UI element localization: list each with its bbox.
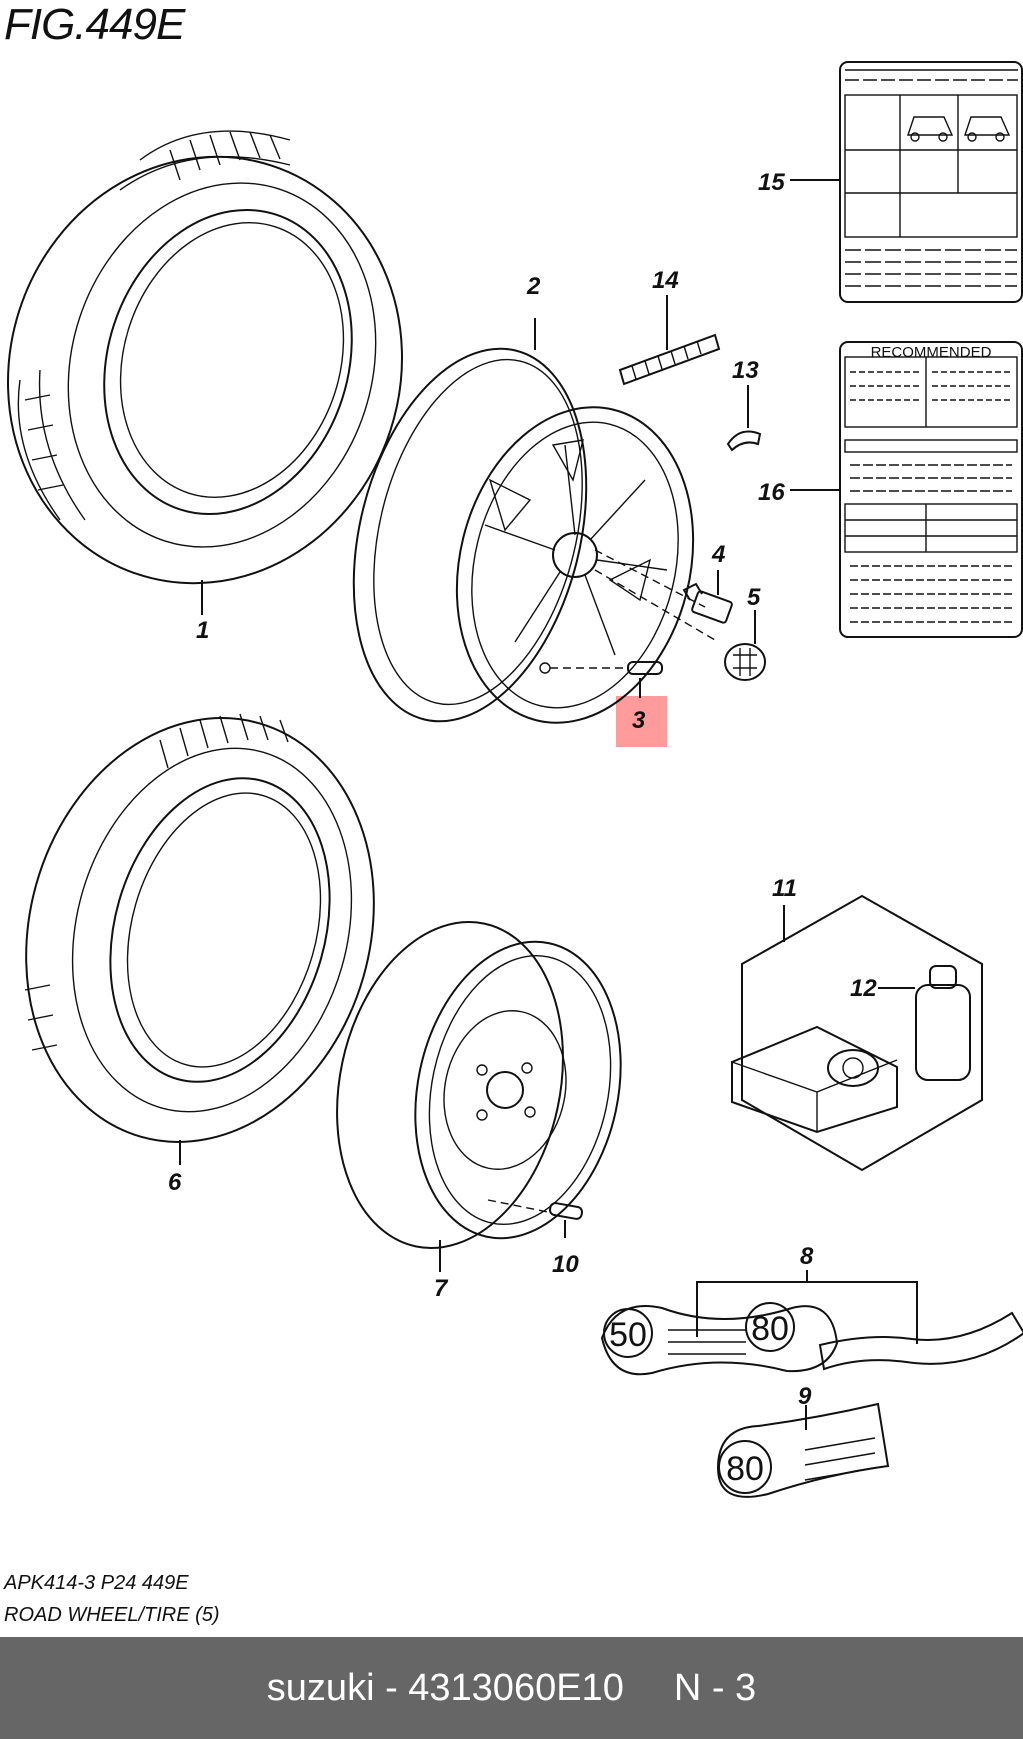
- part-7-steel-wheel[interactable]: [308, 901, 647, 1272]
- callout-14: 14: [652, 267, 679, 294]
- label-16-header: RECOMMENDED: [871, 344, 992, 361]
- footer-bar: suzuki - 4313060E10 N - 3: [0, 1637, 1023, 1739]
- part-10-valve[interactable]: [548, 1202, 584, 1238]
- callout-6: 6: [168, 1169, 182, 1196]
- figure-code: APK414-3 P24 449E: [4, 1572, 189, 1594]
- callout-10: 10: [552, 1251, 579, 1278]
- callout-4: 4: [711, 541, 725, 568]
- part-1-tire[interactable]: [0, 105, 457, 634]
- part-13-clip-weight[interactable]: [726, 385, 762, 452]
- part-12-sealant-bottle[interactable]: [878, 965, 971, 1081]
- part-6-tire[interactable]: [0, 676, 423, 1183]
- decal-number-80: 80: [751, 1310, 789, 1348]
- callout-9: 9: [798, 1383, 812, 1410]
- callout-1: 1: [196, 617, 209, 644]
- part-14-balance-weight[interactable]: [618, 295, 721, 386]
- callout-11: 11: [772, 875, 797, 902]
- callout-16: 16: [758, 479, 785, 506]
- footer-part-number: suzuki - 4313060E10: [266, 1666, 624, 1709]
- diagram-drawing: 1 2 3 4: [0, 61, 1023, 1498]
- part-5-center-cap[interactable]: [724, 610, 766, 681]
- callout-7: 7: [434, 1275, 449, 1302]
- part-11-repair-kit[interactable]: [731, 894, 983, 1172]
- decal-number-small-80: 80: [726, 1450, 764, 1488]
- callout-15: 15: [758, 169, 785, 196]
- callout-3: 3: [632, 707, 646, 734]
- part-9-speed-label[interactable]: 80: [716, 1402, 890, 1498]
- callout-13: 13: [732, 357, 759, 384]
- callout-5: 5: [747, 584, 761, 611]
- callout-12: 12: [850, 975, 877, 1002]
- figure-title: FIG.449E: [4, 0, 185, 49]
- footer-reference: N - 3: [673, 1666, 757, 1709]
- parts-diagram: FIG.449E 1 2: [0, 0, 1023, 1626]
- callout-8: 8: [800, 1243, 814, 1270]
- part-8-speed-label[interactable]: 50 80: [600, 1270, 1023, 1376]
- decal-number-50: 50: [609, 1316, 647, 1354]
- part-16-pressure-label[interactable]: RECOMMENDED: [790, 341, 1023, 638]
- figure-description: ROAD WHEEL/TIRE (5): [4, 1604, 220, 1626]
- part-4-bolt[interactable]: [682, 570, 733, 624]
- highlighted-callout-box: [616, 696, 667, 747]
- part-2-wheel[interactable]: [317, 318, 725, 748]
- part-15-tire-label[interactable]: [790, 61, 1023, 303]
- part-3-valve[interactable]: [539, 661, 663, 698]
- callout-2: 2: [526, 273, 541, 300]
